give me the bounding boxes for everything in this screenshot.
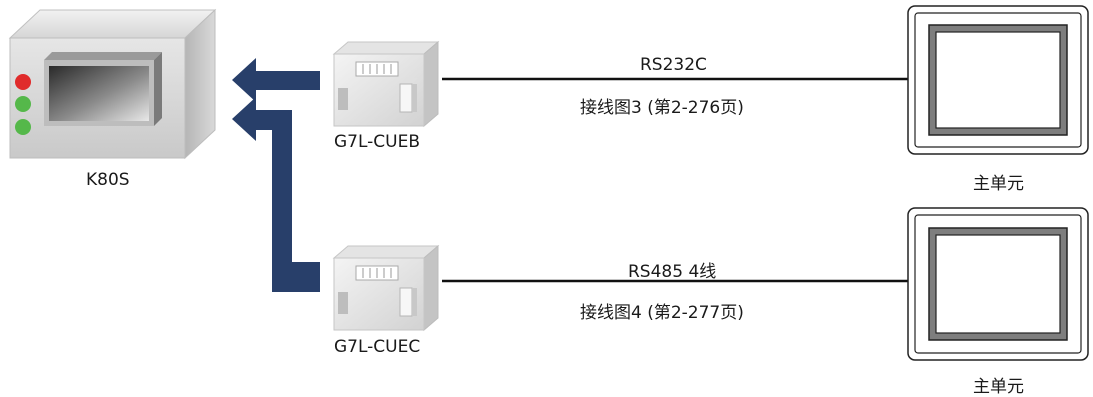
plc-label: K80S	[86, 170, 130, 190]
link-protocol: RS485 4线	[628, 262, 717, 282]
link-wiring-ref: 接线图3 (第2-276页)	[580, 98, 744, 118]
hmi-panel-icon	[907, 207, 1089, 361]
module-cuec-icon	[332, 244, 440, 332]
arrow-bottom	[232, 97, 320, 292]
link-wiring-ref: 接线图4 (第2-277页)	[580, 303, 744, 323]
status-led-red	[15, 74, 31, 90]
module-label: G7L-CUEC	[334, 337, 421, 357]
status-led-green	[15, 96, 31, 112]
status-led-green	[15, 119, 31, 135]
hmi-label: 主单元	[973, 377, 1024, 397]
arrow-top	[232, 58, 320, 102]
hmi-panel-icon	[907, 5, 1089, 155]
signal-arrows	[232, 58, 320, 292]
module-cueb-icon	[332, 40, 440, 128]
hmi-label: 主单元	[973, 174, 1024, 194]
plc-k80s-icon	[8, 8, 217, 160]
link-protocol: RS232C	[640, 55, 707, 75]
module-label: G7L-CUEB	[334, 132, 421, 152]
